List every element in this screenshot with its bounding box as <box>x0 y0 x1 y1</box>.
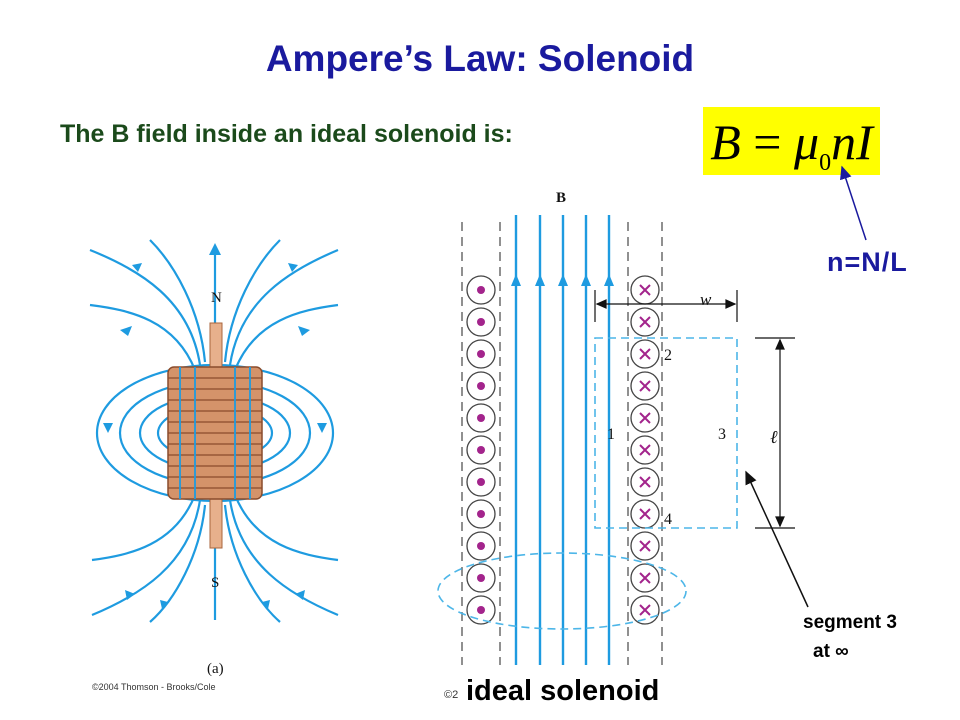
coil-windings <box>168 377 262 489</box>
formula-box: B = μ0nI <box>703 107 880 177</box>
b-label: B <box>556 190 566 206</box>
segment-at-infinity-label: at ∞ <box>813 641 849 662</box>
panel-label: (a) <box>207 661 224 677</box>
width-dimension <box>594 290 738 322</box>
width-label: w <box>700 290 712 309</box>
formula-rest: nI <box>831 114 873 170</box>
ideal-solenoid-figure: B <box>437 190 795 665</box>
n-definition-label: n=N/L <box>827 247 908 277</box>
south-label: S <box>211 575 219 591</box>
segment-4-label: 4 <box>664 511 672 528</box>
formula-mu: μ <box>793 114 820 170</box>
length-dimension <box>755 337 795 529</box>
copyright-mark: ©2 <box>444 689 459 701</box>
segment-3-label: 3 <box>718 426 726 443</box>
formula-lhs: B <box>710 114 741 170</box>
ideal-solenoid-caption: ideal solenoid <box>466 675 660 707</box>
b-field-arrowheads <box>511 274 614 286</box>
field-arrowheads <box>103 243 327 609</box>
wire-crosses-column <box>630 275 660 625</box>
formula-subscript: 0 <box>819 150 832 176</box>
north-label: N <box>211 290 222 306</box>
segment-label: segment 3 <box>803 612 897 633</box>
n-pointer-arrow <box>840 165 867 241</box>
wire-dots-column <box>466 275 496 625</box>
b-field-lines <box>514 215 611 665</box>
segment-pointer-arrow <box>745 470 809 608</box>
slide-title: Ampere’s Law: Solenoid <box>265 38 695 79</box>
segment-1-label: 1 <box>607 426 615 443</box>
copyright-text: ©2004 Thomson - Brooks/Cole <box>92 682 216 692</box>
interior-lines <box>179 367 251 499</box>
solenoid-field-figure: N S (a) <box>89 239 339 677</box>
segment-2-label: 2 <box>664 347 672 364</box>
length-label: ℓ <box>770 427 778 447</box>
amperian-loop <box>594 337 738 529</box>
slide-subtitle: The B field inside an ideal solenoid is: <box>60 120 513 148</box>
formula: B = μ0nI <box>703 113 880 177</box>
cross-section-ellipse <box>437 552 687 630</box>
formula-eq: = <box>753 114 782 170</box>
